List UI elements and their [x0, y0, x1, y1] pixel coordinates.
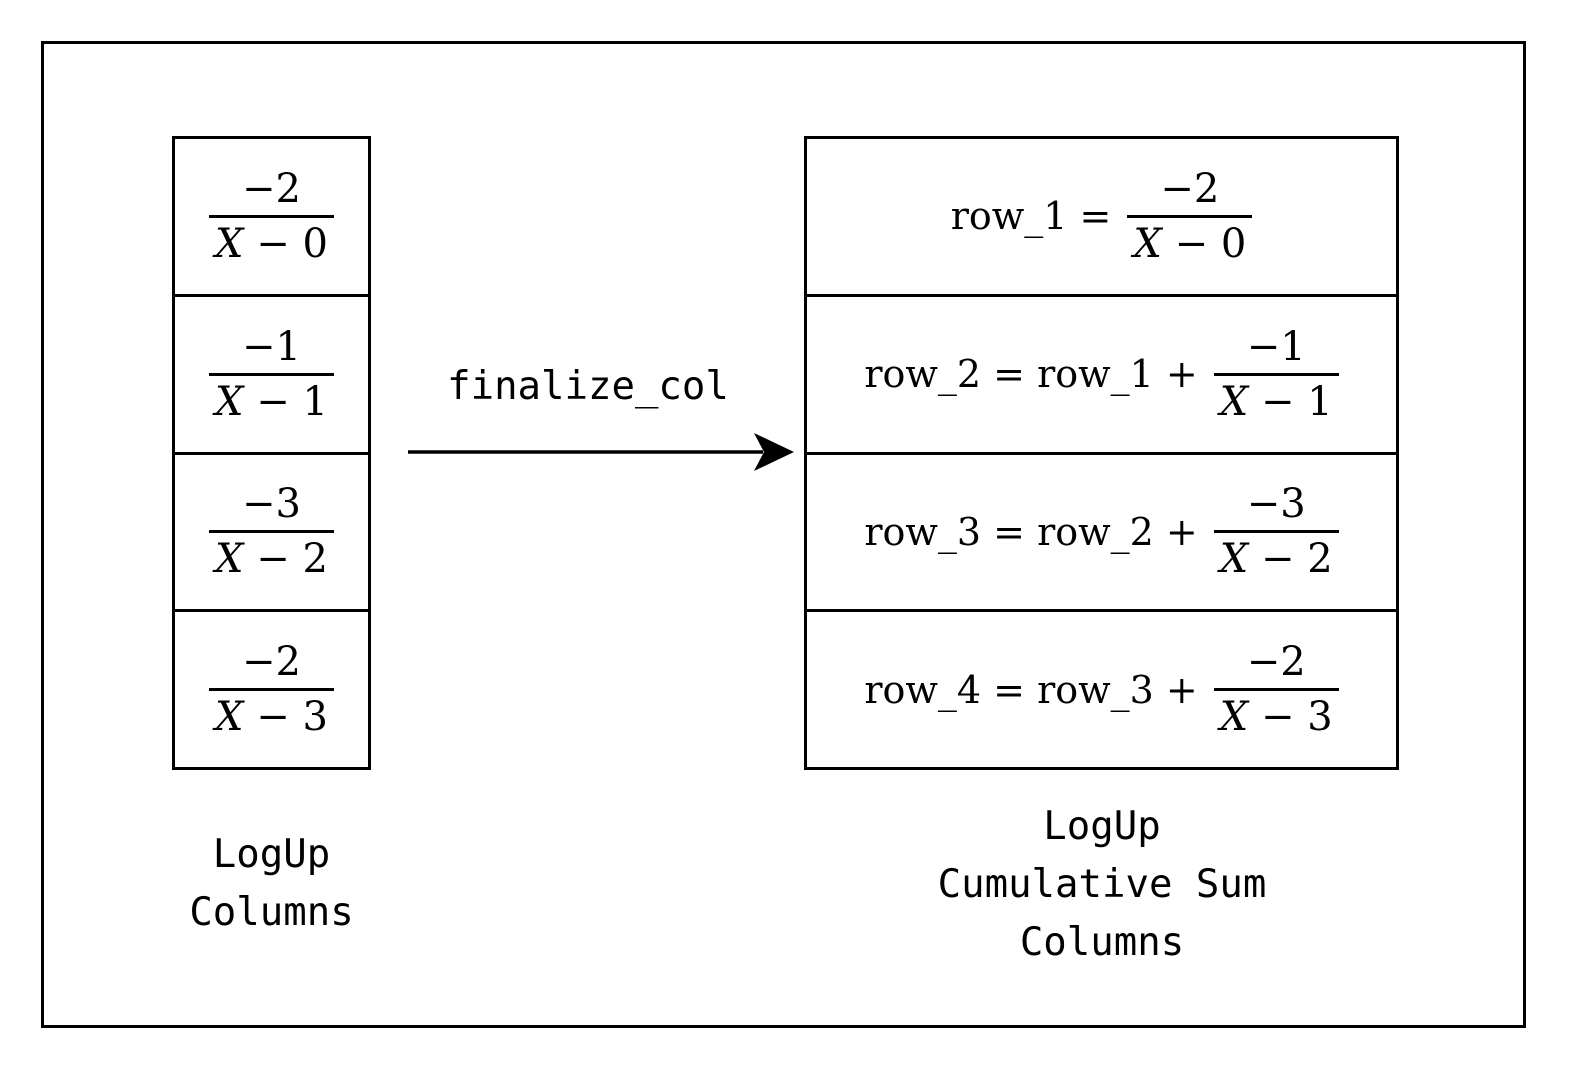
logup-column-cell-4: −2 X − 3 [175, 609, 368, 767]
row-equation: row_3 = row_2 + −3 X − 2 [864, 481, 1339, 583]
fraction-denominator: X − 2 [209, 530, 334, 579]
cumulative-sum-row-4: row_4 = row_3 + −2 X − 3 [807, 609, 1396, 767]
row-equation: row_2 = row_1 + −1 X − 1 [864, 323, 1339, 425]
variable-x: X [1219, 536, 1249, 583]
denominator-offset: − 2 [1248, 536, 1333, 583]
equation-lhs: row_3 = row_2 + [864, 509, 1198, 554]
logup-column-cell-1: −2 X − 0 [175, 139, 368, 294]
fraction-numerator: −2 [1246, 639, 1306, 686]
logup-columns-box: −2 X − 0 −1 X − 1 −3 X − 2 −2 X − 3 [172, 136, 371, 770]
fraction-denominator: X − 1 [209, 372, 334, 425]
row-equation: row_4 = row_3 + −2 X − 3 [864, 639, 1339, 741]
cumulative-sum-row-1: row_1 = −2 X − 0 [807, 139, 1396, 294]
fraction: −2 X − 0 [209, 169, 334, 264]
fraction-numerator: −2 [242, 639, 301, 686]
variable-x: X [215, 220, 244, 267]
variable-x: X [1219, 694, 1249, 741]
fraction-denominator: X − 3 [1213, 688, 1339, 741]
fraction-denominator: X − 0 [209, 214, 334, 267]
cumulative-sum-row-3: row_3 = row_2 + −3 X − 2 [807, 451, 1396, 610]
fraction-numerator: −2 [1160, 165, 1220, 212]
diagram-frame [41, 41, 1526, 1028]
fraction: −2 X − 0 [1127, 165, 1253, 267]
denominator-offset: − 3 [1248, 694, 1333, 741]
fraction: −1 X − 1 [209, 327, 334, 422]
right-arrow [408, 433, 794, 471]
logup-column-cell-3: −3 X − 2 [175, 451, 368, 610]
cumulative-sum-caption: LogUp Cumulative Sum Columns [937, 804, 1267, 965]
equation-lhs: row_4 = row_3 + [864, 667, 1198, 712]
logup-column-cell-2: −1 X − 1 [175, 293, 368, 452]
fraction: −1 X − 1 [1213, 323, 1339, 425]
fraction: −2 X − 3 [1213, 639, 1339, 741]
fraction-numerator: −3 [242, 481, 301, 528]
variable-x: X [1219, 378, 1249, 425]
fraction-denominator: X − 3 [209, 688, 334, 737]
fraction: −3 X − 2 [1213, 481, 1339, 583]
variable-x: X [215, 536, 244, 583]
denominator-offset: − 2 [243, 536, 328, 583]
denominator-offset: − 1 [1248, 378, 1333, 425]
fraction-numerator: −1 [242, 323, 301, 370]
variable-x: X [1133, 220, 1162, 267]
fraction-numerator: −1 [1246, 323, 1306, 370]
fraction: −2 X − 3 [209, 642, 334, 737]
fraction-denominator: X − 0 [1127, 214, 1253, 267]
fraction-denominator: X − 1 [1213, 372, 1339, 425]
logup-columns-caption: LogUp Columns [189, 832, 354, 935]
equation-lhs: row_1 = [950, 194, 1112, 239]
cumulative-sum-row-2: row_2 = row_1 + −1 X − 1 [807, 293, 1396, 452]
equation-lhs: row_2 = row_1 + [864, 352, 1198, 397]
variable-x: X [215, 694, 244, 741]
denominator-offset: − 0 [1161, 220, 1247, 267]
fraction: −3 X − 2 [209, 484, 334, 579]
variable-x: X [215, 378, 244, 425]
row-equation: row_1 = −2 X − 0 [951, 169, 1253, 264]
fraction-numerator: −3 [1246, 481, 1306, 528]
arrow-label: finalize_col [447, 364, 729, 409]
denominator-offset: − 3 [243, 694, 328, 741]
denominator-offset: − 0 [243, 220, 328, 267]
fraction-denominator: X − 2 [1213, 530, 1339, 583]
cumulative-sum-columns-box: row_1 = −2 X − 0 row_2 = row_1 + −1 X − … [804, 136, 1399, 770]
fraction-numerator: −2 [242, 165, 301, 212]
denominator-offset: − 1 [243, 378, 328, 425]
